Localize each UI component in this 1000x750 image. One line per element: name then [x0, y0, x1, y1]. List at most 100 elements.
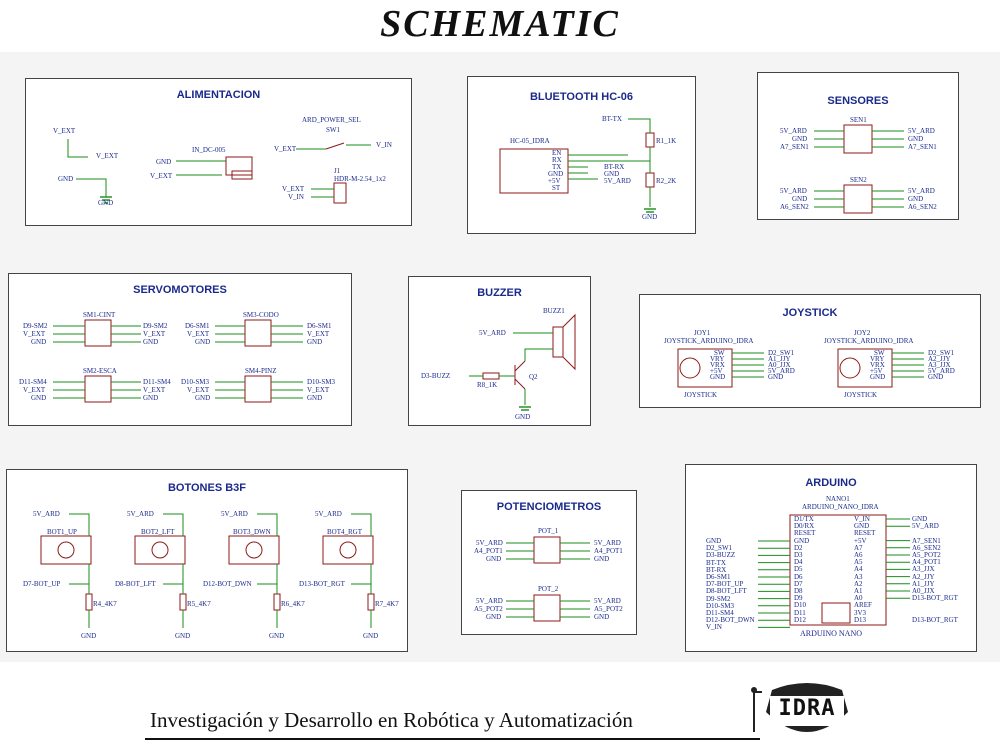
net-label: V_EXT: [143, 386, 166, 394]
pin-label: SW: [874, 349, 885, 357]
net-label: BT-TX: [602, 115, 622, 123]
panel-arduino: ARDUINO NANO1 ARDUINO_NANO_IDRA ARDUINO …: [685, 464, 977, 652]
part-label: JOYSTICK: [684, 391, 718, 399]
pin-label: +5V: [548, 177, 561, 185]
pin-label: GND: [854, 522, 870, 531]
panel-bluetooth: BLUETOOTH HC-06 HC-05_IDRA EN RX TX GND …: [467, 76, 696, 234]
net-label: BT-RX: [604, 163, 625, 171]
pin-label: GND: [794, 536, 810, 545]
part-label: NANO1: [826, 495, 850, 503]
panel-sensores: SENSORES SEN1 5V_ARD GND A7_SEN1 5V_ARD …: [757, 72, 959, 220]
part-label: SM1-CINT: [83, 311, 116, 319]
footer-underline: [145, 738, 760, 740]
page-title: SCHEMATIC: [380, 3, 620, 45]
part-label: BUZZ1: [543, 307, 565, 315]
net-label: A3_JJX: [928, 361, 951, 369]
net-label: D6-SM1: [706, 573, 731, 581]
pin-label: GND: [548, 170, 564, 178]
net-label: D7-BOT_UP: [706, 580, 744, 589]
net-label: GND: [792, 135, 808, 143]
part-label: HDR-M-2.54_1x2: [334, 175, 386, 183]
pin-label: V_IN: [854, 515, 870, 523]
net-label: V_EXT: [96, 152, 119, 160]
net-label: 5V_ARD: [604, 177, 631, 185]
arduino-wiring: [758, 514, 910, 628]
net-label: GND: [928, 373, 944, 381]
part-label: R2_2K: [656, 177, 677, 185]
net-label: GND: [98, 199, 114, 207]
net-label: 5V_ARD: [479, 329, 506, 337]
net-label: 5V_ARD: [768, 367, 795, 375]
net-label: GND: [642, 213, 658, 221]
net-label: A4_POT1: [912, 558, 941, 567]
net-label: GND: [58, 175, 74, 183]
net-label: 5V_ARD: [315, 510, 342, 518]
net-label: GND: [908, 195, 924, 203]
net-label: V_EXT: [307, 386, 330, 394]
net-label: GND: [195, 394, 211, 402]
net-label: 5V_ARD: [221, 510, 248, 518]
panel-botones: BOTONES B3F 5V_ARD BOT1_UP D7-BOT_UP R4_…: [6, 469, 408, 652]
pin-label: D11: [794, 608, 806, 617]
net-label: A5_POT2: [474, 605, 503, 613]
net-label: GND: [156, 158, 172, 166]
pin-label: D13: [854, 615, 867, 624]
part-label: R8_1K: [477, 381, 498, 389]
net-label: GND: [594, 555, 610, 563]
net-label: V_IN: [706, 623, 722, 632]
net-label: GND: [706, 537, 722, 545]
part-label: SEN2: [850, 176, 867, 184]
part-label: POT_2: [538, 585, 559, 593]
net-label: V_IN: [376, 141, 392, 149]
net-label: 5V_ARD: [476, 539, 503, 547]
pin-label: D8: [794, 587, 803, 595]
net-label: A0_JJX: [912, 587, 935, 595]
net-label: V_EXT: [274, 145, 297, 153]
part-label: ARDUINO_NANO_IDRA: [802, 503, 879, 511]
pin-label: A3: [854, 572, 863, 581]
pin-label: +5V: [710, 367, 723, 375]
panel-title: SERVOMOTORES: [133, 284, 227, 296]
sensores-wiring: [814, 124, 904, 214]
net-label: GND: [604, 170, 620, 178]
panel-title: POTENCIOMETROS: [496, 501, 602, 513]
net-label: A7_SEN1: [912, 536, 941, 545]
pin-label: D6: [794, 572, 803, 581]
net-label: D2_SW1: [928, 349, 955, 357]
net-label: D13-BOT_RGT: [299, 580, 345, 588]
net-label: GND: [307, 394, 323, 402]
net-label: GND: [792, 195, 808, 203]
net-label: D9-SM2: [706, 594, 731, 603]
part-label: JOYSTICK_ARDUINO_IDRA: [664, 337, 754, 345]
net-label: GND: [363, 632, 379, 640]
net-label: D10-SM3: [307, 378, 336, 386]
net-label: A2_JJY: [928, 355, 951, 363]
net-label: D13-BOT_RGT: [912, 594, 958, 603]
pin-label: VRX: [870, 361, 885, 369]
part-label: BOT4_RGT: [327, 528, 362, 536]
part-label: BOT3_DWN: [233, 528, 271, 536]
part-label: R7_4K7: [375, 600, 399, 608]
footer-text: Investigación y Desarrollo en Robótica y…: [150, 708, 633, 732]
part-label: JOYSTICK_ARDUINO_IDRA: [824, 337, 914, 345]
pin-label: D7: [794, 579, 803, 588]
net-label: 5V_ARD: [594, 539, 621, 547]
net-label: D3-BUZZ: [706, 551, 736, 560]
net-label: D2_SW1: [768, 349, 795, 357]
part-label: JOYSTICK: [844, 391, 878, 399]
net-label: GND: [486, 555, 502, 563]
net-label: BT-TX: [706, 558, 726, 567]
pin-label: VRX: [710, 361, 725, 369]
pin-label: D3: [794, 551, 803, 559]
net-label: A3_JJX: [912, 565, 935, 574]
pin-label: D4: [794, 558, 803, 567]
pin-label: GND: [710, 373, 726, 381]
net-label: V_EXT: [187, 386, 210, 394]
part-label: ARDUINO NANO: [800, 629, 862, 638]
net-label: A7_SEN1: [780, 143, 809, 151]
pin-label: RESET: [854, 529, 876, 538]
net-label: 5V_ARD: [780, 127, 807, 135]
pin-label: +5V: [854, 536, 867, 545]
part-label: SM4-PINZ: [245, 367, 277, 375]
net-label: D2_SW1: [706, 544, 733, 553]
